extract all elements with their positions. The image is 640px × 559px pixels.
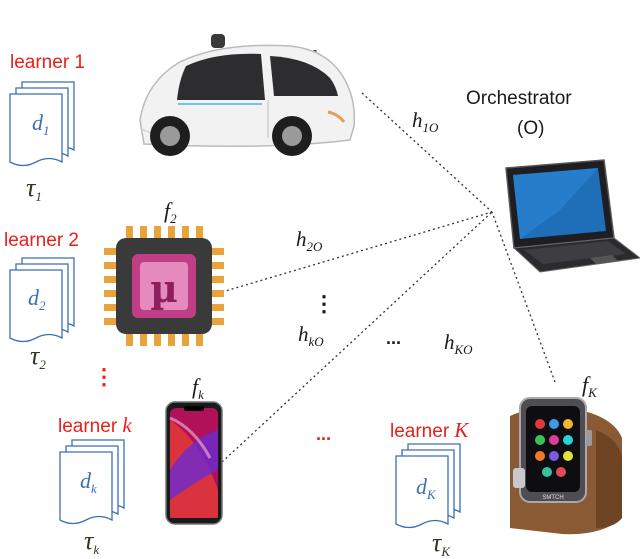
- learner-K-data-stack: [395, 443, 461, 529]
- smartphone-icon: [165, 401, 223, 525]
- learner-K-f: fK: [582, 372, 598, 400]
- learner-1-data-label: d1: [32, 110, 50, 138]
- learner-1: learner 1 d1 τ1 f1 h1O: [9, 34, 439, 204]
- learner-2-label: learner 2: [4, 230, 79, 251]
- orchestrator-short: (O): [517, 118, 544, 139]
- link-label-2: h2O: [296, 227, 323, 254]
- car-icon: [139, 34, 356, 156]
- vertical-ellipsis-links: ⋮: [313, 291, 335, 316]
- learner-K-label: learner K: [390, 418, 469, 442]
- learner-2: learner 2 d2 τ2 f2 µ h2O: [4, 198, 323, 372]
- learner-K-data-label: dK: [416, 474, 437, 502]
- learner-1-data-stack: [9, 81, 75, 167]
- link-line-1: [361, 92, 493, 213]
- vertical-ellipsis-learners: ⋮: [93, 364, 115, 389]
- link-label-K: hKO: [444, 330, 473, 357]
- horizontal-ellipsis-links: ...: [386, 328, 401, 348]
- orchestrator-title: Orchestrator: [466, 88, 572, 109]
- learner-2-tau: τ2: [30, 341, 46, 372]
- link-label-k: hkO: [298, 322, 324, 349]
- learner-k-data-stack: [59, 439, 125, 525]
- learner-k-data-label: dk: [80, 468, 97, 496]
- link-label-1: h1O: [412, 108, 439, 135]
- learner-2-f: f2: [164, 198, 177, 226]
- orchestrator: Orchestrator (O): [466, 88, 640, 273]
- learner-k-label: learner k: [58, 413, 132, 437]
- link-line-K: [491, 211, 556, 383]
- learner-k: learner k dk τk fk: [58, 374, 223, 557]
- learner-2-data-label: d2: [28, 285, 46, 313]
- link-line-2: [221, 211, 493, 293]
- learner-k-tau: τk: [84, 526, 99, 557]
- horizontal-ellipsis-red: ...: [316, 424, 331, 444]
- communication-links: [221, 92, 556, 463]
- chip-symbol: µ: [150, 266, 178, 311]
- learner-K-tau: τK: [432, 528, 451, 559]
- smartwatch-icon: SMTCH: [510, 397, 622, 535]
- link-line-k: [221, 211, 493, 463]
- learner-1-tau: τ1: [26, 173, 42, 204]
- learner-1-label: learner 1: [10, 52, 85, 73]
- learner-k-f: fk: [192, 374, 204, 402]
- learner-2-data-stack: [9, 257, 75, 343]
- microcontroller-icon: µ: [104, 226, 224, 346]
- learner-K: learner K dK τK fK SMTCH: [390, 372, 622, 559]
- laptop-icon: [505, 159, 640, 273]
- watch-brand: SMTCH: [542, 495, 563, 501]
